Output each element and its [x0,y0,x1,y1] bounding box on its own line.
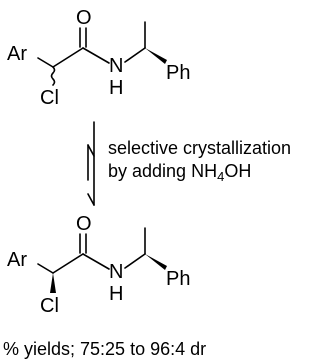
bottom-molecule: Ar O N H Ph Cl [7,213,190,317]
bottom-bond-ar-c [37,263,54,274]
bottom-bond-c-co [52,253,84,274]
up-arrow-head [87,144,95,157]
condition-line-1: selective crystallization [108,138,291,158]
result-caption: % yields; 75:25 to 96:4 dr [3,339,206,359]
bottom-aryl-label: Ar [7,249,27,271]
bottom-wedge-cl [50,273,56,293]
top-oxygen-label: O [76,7,92,29]
bottom-phenyl-label: Ph [166,268,190,290]
bottom-wedge-ph [145,254,167,270]
top-hydrogen-label: H [109,77,123,99]
bottom-nitrogen-label: N [109,261,123,283]
bottom-hydrogen-label: H [109,283,123,305]
bottom-bond-n-ch [124,253,146,269]
top-phenyl-label: Ph [166,62,190,84]
top-aryl-label: Ar [7,43,27,65]
top-bond-co-n [82,47,110,64]
top-bond-c-co [52,47,84,68]
bottom-chlorine-label: Cl [40,295,59,317]
top-wavy-bond-cl [50,66,56,86]
top-bond-ar-c [37,57,54,68]
top-wedge-ph [145,48,167,64]
top-nitrogen-label: N [109,55,123,77]
top-chlorine-label: Cl [40,87,59,109]
bottom-oxygen-label: O [76,213,92,235]
equilibrium-arrows [87,121,95,206]
top-molecule: Ar O N H Ph Cl [7,7,190,109]
bottom-bond-co-n [82,253,110,270]
top-bond-n-ch [124,47,146,63]
down-arrow-head [87,193,95,206]
condition-line-2: by adding NH4OH [108,161,251,184]
